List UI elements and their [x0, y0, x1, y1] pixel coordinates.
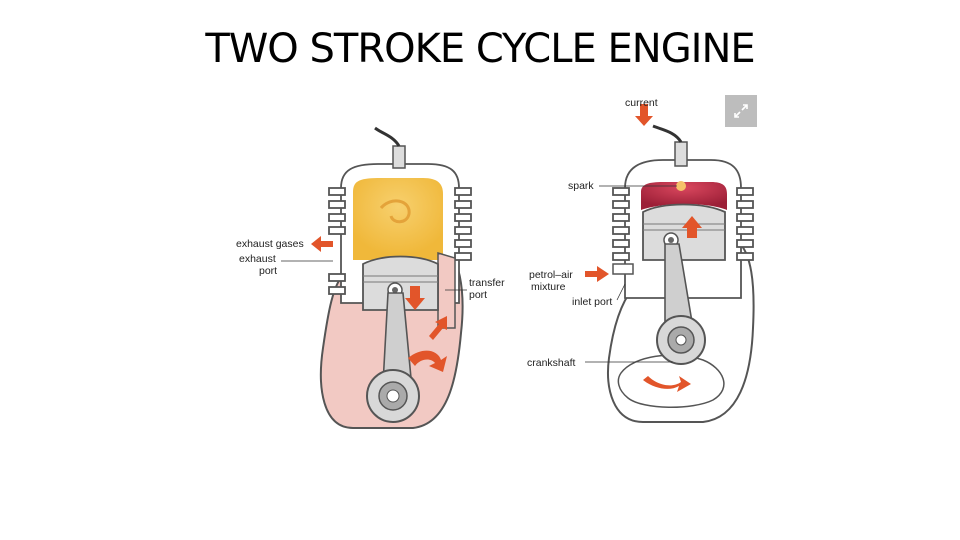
left-crankshaft — [366, 369, 420, 423]
right-spark-glow — [641, 182, 727, 210]
right-flow-arrows — [585, 104, 702, 392]
label-current: current — [625, 97, 658, 109]
label-exhaust-port-1: exhaust — [239, 253, 276, 265]
right-crankshaft — [656, 315, 706, 365]
diagram-labels: exhaust gases exhaust port transfer port… — [236, 97, 677, 369]
left-combustion-gases — [353, 178, 443, 260]
slide-title: TWO STROKE CYCLE ENGINE — [205, 26, 755, 72]
right-spark-plug — [652, 124, 688, 167]
label-exhaust-gases: exhaust gases — [236, 238, 304, 250]
label-exhaust-port-2: port — [259, 265, 277, 277]
right-piston — [642, 203, 726, 261]
left-spark-plug — [374, 126, 406, 169]
label-crankshaft: crankshaft — [527, 357, 576, 369]
label-spark: spark — [568, 180, 594, 192]
left-flow-arrows — [311, 236, 447, 372]
expand-icon — [734, 104, 748, 118]
label-petrol-air-2: mixture — [531, 281, 566, 293]
left-engine — [311, 126, 472, 429]
label-petrol-air-1: petrol–air — [529, 269, 573, 281]
label-transfer-port-2: port — [469, 289, 487, 301]
right-engine — [585, 104, 755, 423]
expand-button[interactable] — [725, 95, 757, 127]
label-transfer-port-1: transfer — [469, 277, 505, 289]
label-inlet-port: inlet port — [572, 296, 612, 308]
engine-diagram: exhaust gases exhaust port transfer port… — [233, 88, 758, 440]
